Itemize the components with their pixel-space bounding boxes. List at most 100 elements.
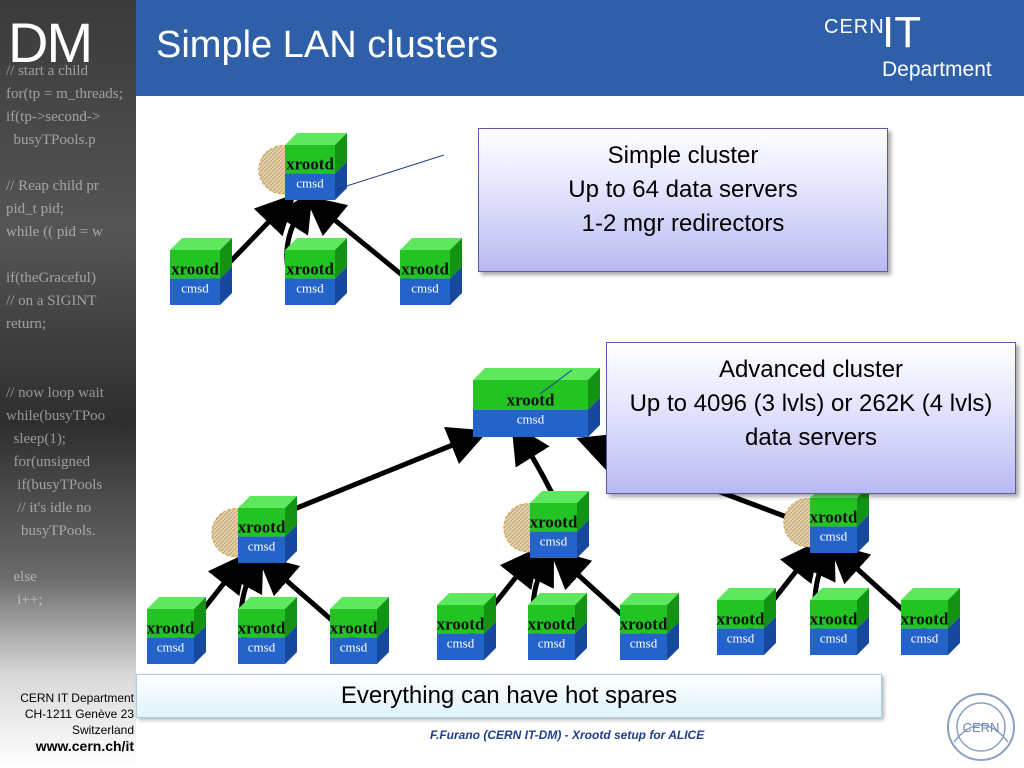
- node-top-face: [810, 588, 869, 600]
- node-side-face: [484, 593, 496, 634]
- node-xrootd-label: xrootd: [330, 619, 378, 638]
- node-xrootd-label: xrootd: [286, 260, 334, 279]
- node-top-face: [400, 238, 462, 250]
- edge-4: [271, 426, 489, 521]
- node-xrootd-face: [330, 609, 377, 638]
- node-side-face: [335, 238, 347, 279]
- callout-advanced-line-1: Advanced cluster: [718, 356, 904, 383]
- footer-line-2: CH-1211 Genève 23: [24, 707, 134, 721]
- node-side-face: [285, 597, 297, 638]
- node-cmsd-face: [473, 409, 588, 437]
- node-side-face: [575, 593, 587, 634]
- node-xrootd-label: xrootd: [286, 155, 334, 174]
- node-side-face: [220, 238, 232, 279]
- node-side-face: [588, 368, 600, 410]
- node-leaf-6: xrootd cmsd: [620, 593, 679, 660]
- node-cmsd-label: cmsd: [248, 539, 276, 554]
- node-cmsd-face: [285, 278, 335, 305]
- cern-it-logo: CERN IT Department: [824, 8, 1014, 84]
- footer-credit: F.Furano (CERN IT-DM) - Xrootd setup for…: [430, 728, 705, 742]
- node-side-face: [857, 588, 869, 629]
- node-top-face: [620, 593, 679, 605]
- node-cmsd-face: [285, 173, 335, 200]
- node-cmsd-face: [170, 278, 220, 305]
- it-logo-text: IT: [882, 8, 922, 57]
- node-side-face-lower: [194, 625, 206, 664]
- node-xrootd-label: xrootd: [528, 615, 576, 634]
- node-cmsd-label: cmsd: [630, 636, 658, 651]
- department-logo-text: Department: [882, 58, 992, 81]
- node-cmsd-label: cmsd: [540, 534, 568, 549]
- node-side-face-lower: [335, 266, 347, 305]
- node-xrootd-label: xrootd: [238, 619, 286, 638]
- node-cmsd-label: cmsd: [517, 412, 545, 427]
- node-side-face: [450, 238, 462, 279]
- node-xrootd-face: [170, 250, 220, 279]
- node-xrootd-label: xrootd: [171, 260, 219, 279]
- node-xrootd-label: xrootd: [147, 619, 195, 638]
- node-side-face: [857, 486, 869, 527]
- node-xrootd-label: xrootd: [810, 508, 858, 527]
- node-xrootd-face: [285, 145, 335, 174]
- node-top-face: [147, 597, 206, 609]
- node-xrootd-label: xrootd: [620, 615, 668, 634]
- node-side-face-lower: [377, 625, 389, 664]
- node-top-face: [285, 238, 347, 250]
- node-xrootd-label: xrootd: [901, 610, 949, 629]
- node-top-face: [285, 133, 347, 145]
- node-side-face: [764, 588, 776, 629]
- node-xrootd-face: [285, 250, 335, 279]
- node-xrootd-face: [473, 380, 588, 410]
- footer-url-link[interactable]: www.cern.ch/it: [35, 738, 134, 754]
- node-side-face-lower: [667, 621, 679, 660]
- node-cmsd-face: [400, 278, 450, 305]
- node-top-face: [437, 593, 496, 605]
- node-side-face: [667, 593, 679, 634]
- node-top-face: [238, 597, 297, 609]
- node-xrootd-face: [901, 600, 948, 629]
- node-top-face: [528, 593, 587, 605]
- node-cmsd-face: [437, 633, 484, 660]
- node-side-face-lower: [335, 161, 347, 200]
- callout-simple-line-2: Up to 64 data servers: [568, 176, 798, 203]
- node-side-face-lower: [577, 519, 589, 558]
- footer-address: CERN IT Department CH-1211 Genève 23 Swi…: [0, 690, 134, 754]
- node-side-face-lower: [285, 625, 297, 664]
- node-top-face: [717, 588, 776, 600]
- callout-pointer-simple: [333, 154, 445, 191]
- node-cmsd-face: [717, 628, 764, 655]
- node-xrootd-face: [238, 609, 285, 638]
- node-side-face: [194, 597, 206, 638]
- node-top-face: [170, 238, 232, 250]
- node-xrootd-label: xrootd: [507, 391, 555, 410]
- node-advanced-top-manager: xrootd cmsd: [473, 368, 600, 437]
- footer-line-1: CERN IT Department: [20, 691, 134, 705]
- cern-seal-logo: CERN: [947, 693, 1015, 761]
- node-xrootd-face: [238, 508, 285, 537]
- node-cmsd-face: [330, 637, 377, 664]
- callout-advanced-cluster: Advanced cluster Up to 4096 (3 lvls) or …: [606, 342, 1016, 494]
- node-xrootd-face: [437, 605, 484, 634]
- node-side-face-lower: [575, 621, 587, 660]
- callout-simple-line-3: 1-2 mgr redirectors: [581, 210, 785, 237]
- node-side-face-lower: [220, 266, 232, 305]
- node-side-face: [335, 133, 347, 174]
- node-side-face-lower: [450, 266, 462, 305]
- cluster-nodes: xrootd cmsd xrootd cmsd xrootd cmsd xrootd cmsd…: [147, 133, 960, 664]
- node-cmsd-label: cmsd: [538, 636, 566, 651]
- node-xrootd-face: [810, 600, 857, 629]
- node-xrootd-label: xrootd: [717, 610, 765, 629]
- node-side-face: [948, 588, 960, 629]
- callout-hot-spares: Everything can have hot spares: [136, 674, 882, 718]
- node-xrootd-face: [147, 609, 194, 638]
- sidebar-background: // start a child for(tp = m_threads; if(…: [0, 0, 136, 768]
- node-xrootd-label: xrootd: [530, 513, 578, 532]
